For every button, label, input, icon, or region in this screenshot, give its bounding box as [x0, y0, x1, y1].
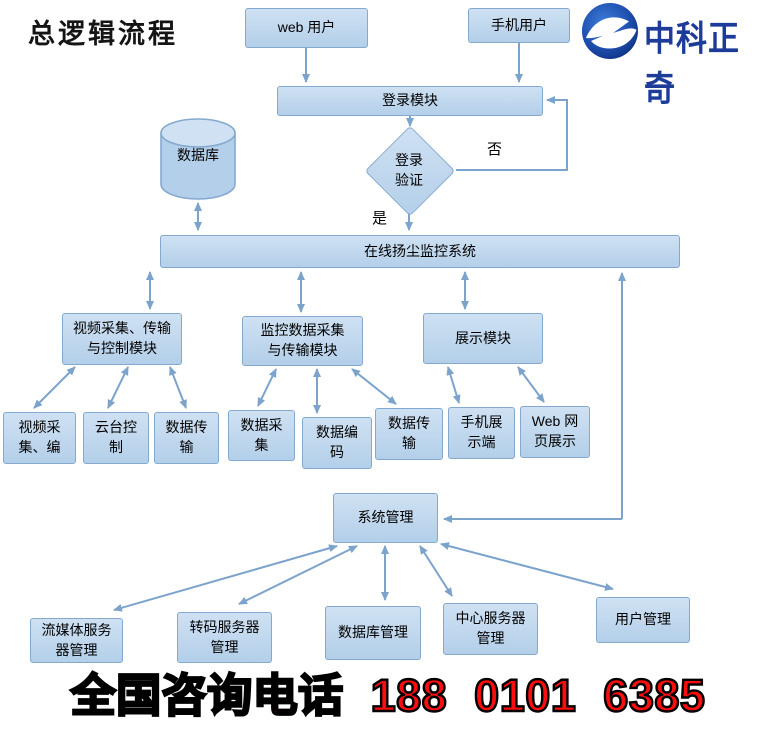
node-sub-web-display-label: Web 网页展示 — [531, 413, 579, 449]
node-sub-data-transfer-1-label: 数据传输 — [165, 419, 208, 455]
node-mgmt-user-label: 用户管理 — [615, 611, 671, 628]
arrow-data-collect — [257, 368, 277, 407]
arrow-mgmt-user — [440, 542, 614, 591]
node-mobile-user: 手机用户 — [468, 8, 570, 43]
hotline-banner: 全国咨询电话 188 0101 6385 — [69, 669, 706, 722]
node-mgmt-user: 用户管理 — [596, 597, 690, 643]
node-sub-data-transfer-2-label: 数据传输 — [388, 415, 430, 451]
node-web-user-label: web 用户 — [277, 19, 336, 36]
node-sub-mobile-display: 手机展示端 — [448, 407, 515, 459]
node-module-video: 视频采集、传输与控制模块 — [62, 313, 182, 365]
node-module-data-label: 监控数据采集与传输模块 — [260, 322, 345, 358]
node-sub-data-encode-label: 数据编码 — [316, 424, 358, 460]
arrow-data-transfer2 — [351, 368, 397, 405]
logo-text: 中科正奇 — [644, 18, 740, 109]
arrow-display-web — [517, 366, 545, 403]
branch-yes-label: 是 — [372, 210, 388, 227]
node-sub-data-collect-label: 数据采集 — [240, 416, 283, 453]
node-mgmt-center-server: 中心服务器管理 — [443, 603, 538, 655]
node-sub-data-encode: 数据编码 — [302, 417, 372, 469]
arrow-mgmt-stream — [113, 544, 338, 612]
node-mgmt-database: 数据库管理 — [325, 606, 421, 660]
node-login-verify: 登录验证 — [379, 141, 439, 199]
node-mgmt-stream-server: 流媒体服务器管理 — [30, 618, 123, 663]
arrow-display-mobile — [446, 366, 461, 404]
node-mgmt-center-server-label: 中心服务器管理 — [455, 610, 526, 646]
node-sub-mobile-display-label: 手机展示端 — [460, 414, 503, 450]
arrow-video-ptz — [107, 366, 129, 409]
node-main-system: 在线扬尘监控系统 — [160, 235, 680, 268]
arrow-mgmt-center — [419, 545, 453, 597]
node-login-module-label: 登录模块 — [382, 92, 438, 109]
node-sub-web-display: Web 网页展示 — [520, 406, 590, 458]
node-mgmt-stream-server-label: 流媒体服务器管理 — [41, 621, 112, 658]
arrow-video-capture — [33, 366, 76, 409]
node-sub-video-capture-label: 视频采集、编 — [18, 419, 61, 455]
node-module-video-label: 视频采集、传输与控制模块 — [73, 320, 171, 356]
node-sub-ptz-control-label: 云台控制 — [95, 419, 137, 455]
node-sub-data-collect: 数据采集 — [228, 410, 295, 461]
node-login-module: 登录模块 — [277, 86, 543, 116]
branch-no-label: 否 — [487, 141, 503, 158]
node-mgmt-transcode-server-label: 转码服务器管理 — [189, 618, 260, 655]
page-title: 总逻辑流程 — [28, 19, 178, 50]
node-sub-data-transfer-1: 数据传输 — [154, 412, 219, 464]
node-module-data: 监控数据采集与传输模块 — [242, 316, 363, 366]
node-mobile-user-label: 手机用户 — [491, 16, 547, 33]
logo-icon — [582, 3, 638, 59]
node-module-display: 展示模块 — [423, 313, 543, 364]
node-sub-video-capture: 视频采集、编 — [3, 412, 76, 464]
node-mgmt-transcode-server: 转码服务器管理 — [177, 612, 272, 663]
node-main-system-label: 在线扬尘监控系统 — [364, 242, 476, 259]
arrow-mgmt-transcode — [238, 545, 358, 605]
logo-swoosh — [586, 17, 637, 49]
node-sub-data-transfer-2: 数据传输 — [375, 408, 443, 460]
node-sub-ptz-control: 云台控制 — [83, 412, 149, 464]
arrow-video-transfer — [169, 366, 187, 409]
node-system-mgmt: 系统管理 — [333, 493, 438, 543]
node-module-display-label: 展示模块 — [455, 329, 511, 346]
node-mgmt-database-label: 数据库管理 — [338, 624, 408, 641]
node-database-label: 数据库 — [177, 147, 219, 163]
node-system-mgmt-label: 系统管理 — [357, 509, 414, 526]
node-login-verify-label: 登录验证 — [395, 151, 423, 188]
node-web-user: web 用户 — [245, 8, 368, 48]
